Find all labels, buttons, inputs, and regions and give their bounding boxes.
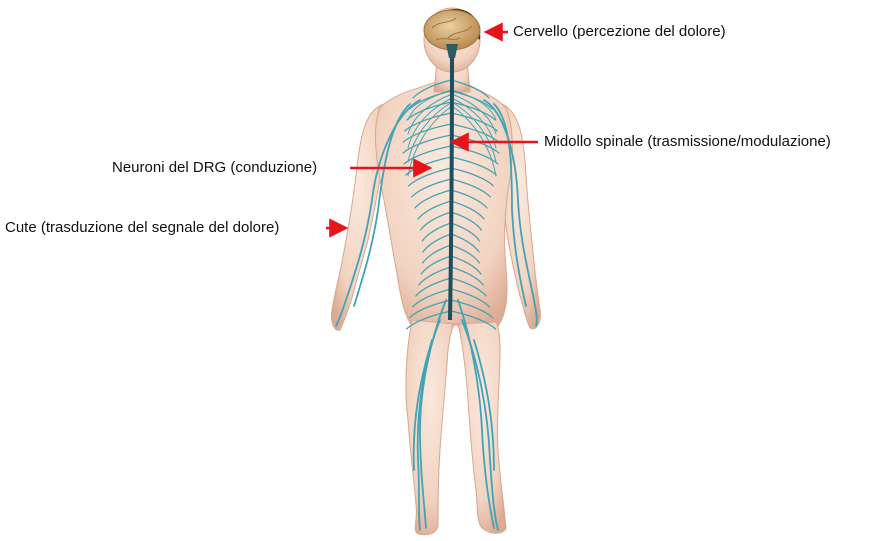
body-silhouette — [331, 8, 540, 535]
label-spinal-cord: Midollo spinale (trasmissione/modulazion… — [544, 133, 831, 151]
label-drg: Neuroni del DRG (conduzione) — [112, 159, 317, 177]
spinal-cord — [450, 46, 452, 320]
label-brain: Cervello (percezione del dolore) — [513, 23, 726, 41]
torso — [376, 80, 513, 334]
label-skin: Cute (trasduzione del segnale del dolore… — [5, 219, 279, 237]
